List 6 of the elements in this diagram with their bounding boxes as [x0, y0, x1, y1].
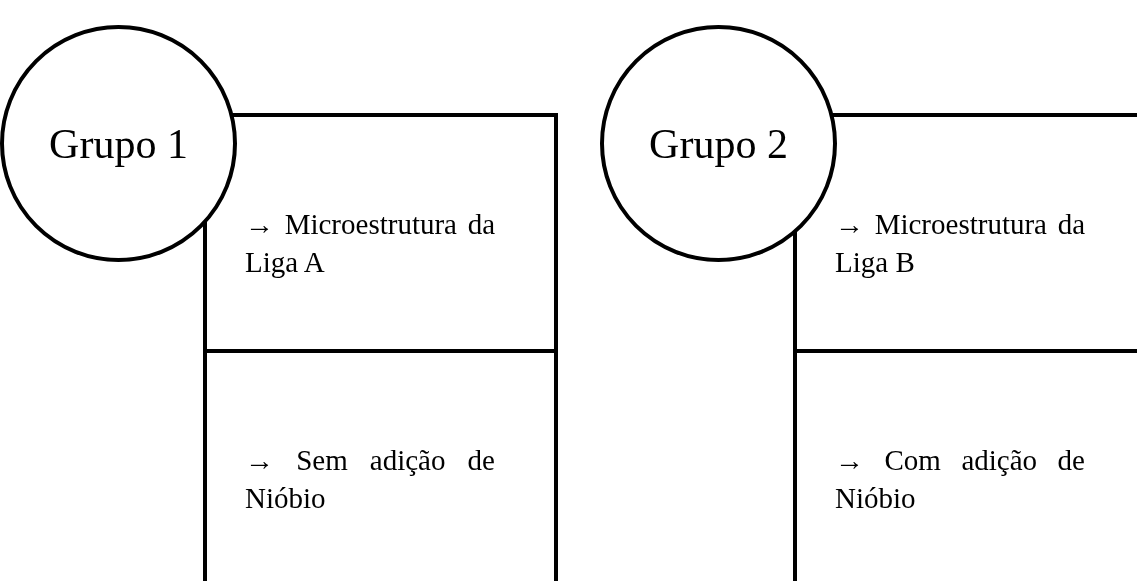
box-text: → Microestrutura da Liga A: [245, 207, 495, 280]
box-text: → Com adição de Nióbio: [835, 443, 1085, 516]
box-text: → Sem adição de Nióbio: [245, 443, 495, 516]
group-label: Grupo 2: [649, 119, 788, 168]
box-text: → Microestrutura da Liga B: [835, 207, 1085, 280]
group-label: Grupo 1: [49, 119, 188, 168]
